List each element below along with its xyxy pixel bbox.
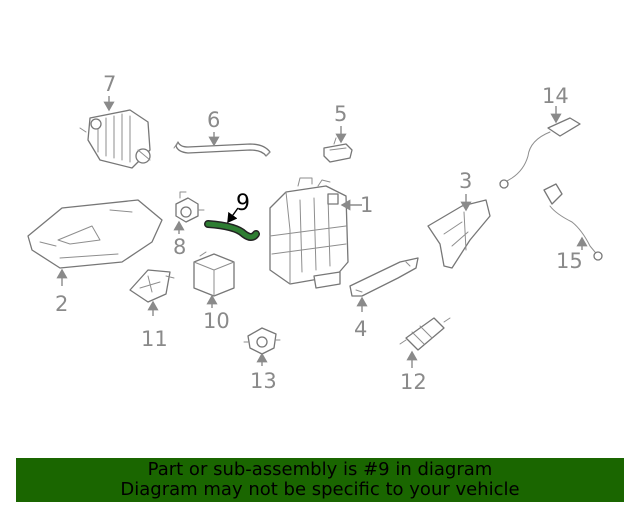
callout-5: 5 (334, 102, 347, 126)
part-12-filter (399, 317, 451, 351)
part-5-clip (323, 137, 353, 163)
callout-9: 9 (236, 191, 250, 216)
info-banner: Part or sub-assembly is #9 in diagram Di… (16, 458, 624, 502)
callout-7: 7 (103, 72, 116, 96)
part-7-purge-valve (79, 109, 151, 169)
part-13-valve (243, 327, 281, 355)
callout-10: 10 (203, 309, 230, 333)
callout-1: 1 (360, 193, 373, 217)
part-9-hose (204, 220, 260, 241)
banner-line-1: Part or sub-assembly is #9 in diagram (147, 459, 493, 480)
part-10-module (193, 251, 235, 297)
callout-4: 4 (354, 317, 367, 341)
part-11-bracket (129, 269, 175, 303)
callout-15: 15 (556, 249, 583, 273)
callout-3: 3 (459, 169, 472, 193)
callout-13: 13 (250, 369, 277, 393)
callout-12: 12 (400, 370, 427, 394)
callout-8: 8 (173, 235, 186, 259)
part-2-cover (27, 199, 163, 269)
part-14-sensor (499, 117, 581, 189)
part-3-bracket (427, 199, 491, 269)
banner-line-2: Diagram may not be specific to your vehi… (120, 479, 520, 500)
part-8-valve (175, 191, 205, 223)
part-6-vapor-hose (173, 141, 271, 157)
callout-11: 11 (141, 327, 168, 351)
part-4-strap (349, 257, 419, 297)
part-1-canister (269, 177, 349, 289)
callout-14: 14 (542, 84, 569, 108)
callout-6: 6 (207, 108, 220, 132)
leader-9 (227, 207, 239, 224)
callout-2: 2 (55, 292, 68, 316)
